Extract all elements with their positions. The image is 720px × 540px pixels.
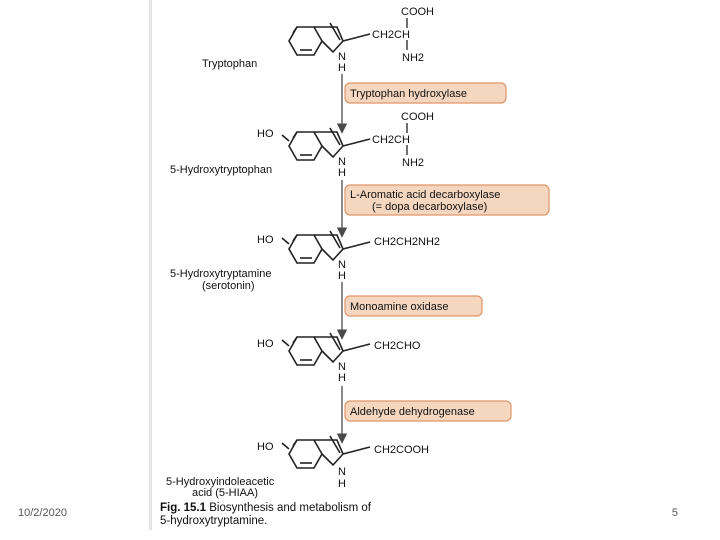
compound-name: 5-Hydroxytryptophan xyxy=(170,164,272,176)
caption-line-2: 5-hydroxytryptamine. xyxy=(160,515,268,527)
side-chain: CH2COOH xyxy=(374,444,429,456)
enzyme-aromatic-acid-decarboxylase: L-Aromatic acid decarboxylase (= dopa de… xyxy=(344,184,550,216)
side-chain: CH2CH xyxy=(372,134,410,146)
compound-name: 5-Hydroxyindoleacetic xyxy=(166,476,275,488)
ring-nitrogen-h: H xyxy=(338,167,346,179)
bottom-group: NH2 xyxy=(402,157,424,169)
side-chain: CH2CHO xyxy=(374,340,421,352)
enzyme-label: Monoamine oxidase xyxy=(350,301,448,313)
enzyme-tryptophan-hydroxylase: Tryptophan hydroxylase xyxy=(344,82,507,104)
ring-nitrogen-n: N xyxy=(338,361,346,373)
ring-nitrogen-h: H xyxy=(338,270,346,282)
ring-nitrogen-n: N xyxy=(338,156,346,168)
ring-substituent: HO xyxy=(257,234,274,246)
ring-nitrogen-h: H xyxy=(338,62,346,74)
indole-ring xyxy=(281,230,371,264)
ring-nitrogen-n: N xyxy=(338,51,346,63)
compound-serotonin: HO N H CH2CH2NH2 5-Hydroxytryptamine (se… xyxy=(170,230,440,292)
caption-text-1: Biosynthesis and metabolism of xyxy=(209,502,371,514)
enzyme-label-sub: (= dopa decarboxylase) xyxy=(372,201,487,213)
enzyme-label: Aldehyde dehydrogenase xyxy=(350,406,475,418)
slide-divider xyxy=(149,0,152,530)
ring-substituent: HO xyxy=(257,441,274,453)
enzyme-aldehyde-dehydrogenase: Aldehyde dehydrogenase xyxy=(344,400,512,422)
compound-name-sub: acid (5-HIAA) xyxy=(192,487,258,499)
indole-ring xyxy=(288,22,371,56)
ring-nitrogen-n: N xyxy=(338,259,346,271)
caption-line-1: Fig. 15.1 Biosynthesis and metabolism of xyxy=(160,502,371,515)
compound-5-hydroxytryptophan: HO N H CH2CH COOH NH2 5-Hydroxytryptopha… xyxy=(170,111,434,179)
compound-5-hiaa: HO N H CH2COOH 5-Hydroxyindoleacetic aci… xyxy=(166,435,429,499)
indole-ring xyxy=(281,332,371,366)
ring-nitrogen-n: N xyxy=(338,466,346,478)
side-chain: CH2CH xyxy=(372,29,410,41)
footer-page-number: 5 xyxy=(671,507,678,519)
figure-caption: Fig. 15.1 Biosynthesis and metabolism of… xyxy=(160,502,371,528)
compound-name: 5-Hydroxytryptamine xyxy=(170,268,271,280)
ring-substituent: HO xyxy=(257,128,274,140)
indole-ring xyxy=(281,127,371,161)
top-group: COOH xyxy=(401,111,434,123)
ring-nitrogen-h: H xyxy=(338,372,346,384)
footer-date: 10/2/2020 xyxy=(18,507,67,519)
compound-name: Tryptophan xyxy=(202,58,257,70)
compound-name-sub: (serotonin) xyxy=(202,280,255,292)
enzyme-monoamine-oxidase: Monoamine oxidase xyxy=(344,295,483,317)
compound-aldehyde: HO N H CH2CHO xyxy=(257,332,421,384)
side-chain: CH2CH2NH2 xyxy=(374,236,440,248)
indole-ring xyxy=(281,435,371,469)
bottom-group: NH2 xyxy=(402,52,424,64)
caption-label: Fig. 15.1 xyxy=(160,502,207,514)
pathway-diagram: N H CH2CH COOH NH2 Tryptophan Tryptophan… xyxy=(166,6,550,499)
top-group: COOH xyxy=(401,6,434,18)
enzyme-label: Tryptophan hydroxylase xyxy=(350,88,467,100)
ring-substituent: HO xyxy=(257,338,274,350)
ring-nitrogen-h: H xyxy=(338,478,346,490)
enzyme-label: L-Aromatic acid decarboxylase xyxy=(350,189,500,201)
compound-tryptophan: N H CH2CH COOH NH2 Tryptophan xyxy=(202,6,434,74)
